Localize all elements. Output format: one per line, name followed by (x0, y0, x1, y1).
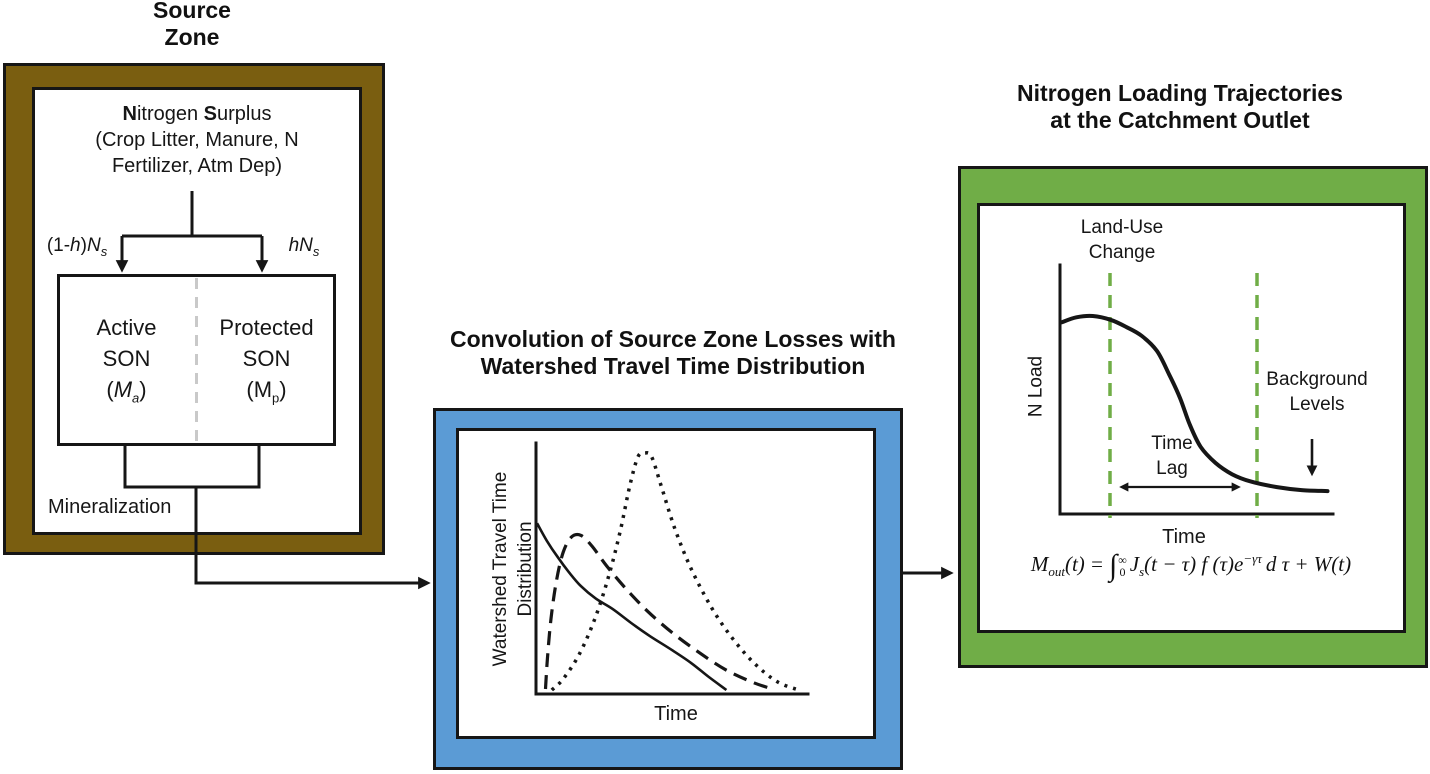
outlet-title: Nitrogen Loading Trajectories at the Cat… (930, 80, 1430, 134)
nitrogen-surplus-label: Nitrogen Surplus (Crop Litter, Manure, N… (47, 101, 347, 179)
outlet-n-load-curve (1059, 313, 1330, 494)
convolution-title-line1: Convolution of Source Zone Losses with (450, 326, 896, 352)
formula-M: M (1030, 552, 1049, 576)
convolution-inner-box (456, 428, 876, 739)
formula-integral: ∫ (1108, 549, 1118, 582)
protected-son-label: Protected SON (Mp) (219, 315, 314, 406)
active-son-label: Active SON (Ma) (96, 315, 157, 406)
formula-exponent: −γτ (1243, 551, 1262, 566)
flux-left-label: (1-h)Ns (46, 235, 108, 259)
flux-right-label: hNs (288, 235, 320, 259)
formula-J: J (1129, 552, 1140, 576)
outlet-axes (1058, 263, 1335, 516)
convolution-curve-dotted (550, 451, 800, 692)
nitrogen-surplus-line1: Nitrogen Surplus (122, 103, 272, 125)
outlet-chart (1058, 263, 1335, 518)
outlet-y-axis-label: N Load (1025, 355, 1047, 418)
convolution-y-axis-label: Watershed Travel Time Distribution (490, 471, 536, 667)
source-zone-title-line2: Zone (164, 24, 220, 50)
source-zone-title-line1: Source (153, 0, 231, 23)
time-lag-label: Time Lag (1151, 433, 1193, 479)
convolution-x-axis-label: Time (654, 703, 698, 725)
convolution-curve-dashed (543, 532, 774, 691)
convolution-curve-solid (535, 522, 728, 692)
background-levels-label: Background Levels (1266, 369, 1368, 415)
outlet-title-line2: at the Catchment Outlet (1050, 107, 1310, 133)
land-use-change-label: Land-Use Change (1080, 217, 1164, 263)
source-zone-title: Source Zone (38, 0, 346, 51)
nitrogen-surplus-line2: (Crop Litter, Manure, N (95, 129, 299, 151)
convolution-title: Convolution of Source Zone Losses with W… (433, 326, 913, 380)
convolution-chart (534, 441, 810, 696)
outlet-x-axis-label: Time (1162, 526, 1206, 548)
convolution-axes (534, 441, 810, 696)
outlet-title-line1: Nitrogen Loading Trajectories (1017, 80, 1343, 106)
mineralization-label: Mineralization (48, 496, 172, 518)
nitrogen-surplus-line3: Fertilizer, Atm Dep) (111, 155, 283, 177)
formula-integral-limits: ∞0 (1118, 553, 1127, 580)
formula-sub-out: out (1048, 564, 1065, 580)
outlet-inner-box (977, 203, 1406, 633)
convolution-title-line2: Watershed Travel Time Distribution (480, 353, 866, 379)
